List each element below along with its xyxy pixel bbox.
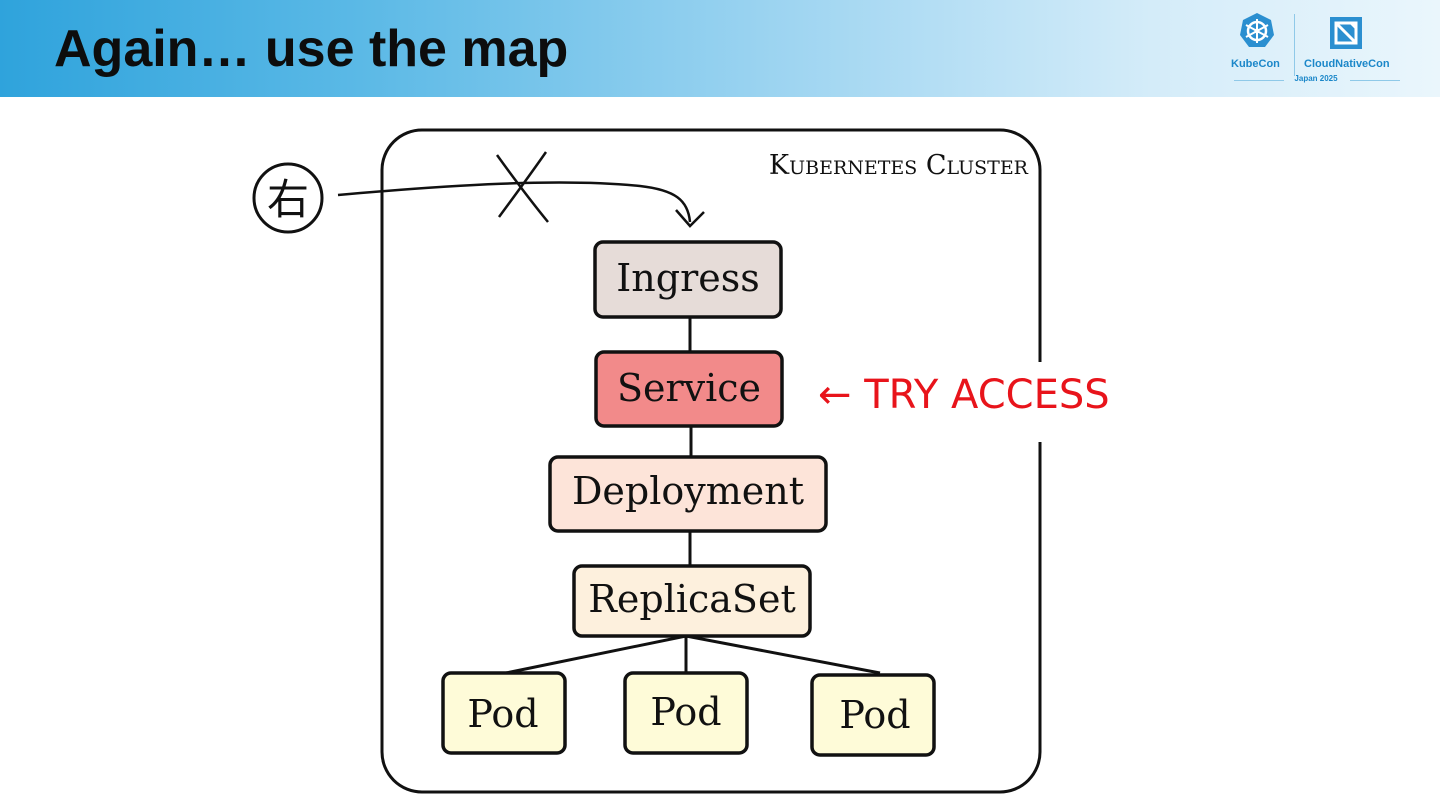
service-label: Service <box>617 366 761 410</box>
kubecon-text: KubeCon <box>1231 58 1280 70</box>
pod-label-1: Pod <box>467 692 538 736</box>
replicaset-label: ReplicaSet <box>588 577 795 621</box>
access-arrow <box>337 181 692 223</box>
ingress-label: Ingress <box>616 256 759 300</box>
cluster-label: Kubernetes Cluster <box>769 150 1029 181</box>
user-symbol: 右 <box>267 176 309 223</box>
pod-box-2 <box>623 671 749 755</box>
logo-rule-right <box>1350 80 1400 81</box>
helm-wheel-icon <box>1240 13 1274 47</box>
slide-title: Again… use the map <box>54 20 569 78</box>
deployment-box <box>548 455 828 533</box>
cloudnativecon-text: CloudNativeCon <box>1304 58 1390 70</box>
blocked-x-mark <box>495 151 549 223</box>
event-logo: KubeCon CloudNativeCon Japan 2025 <box>1228 10 1408 90</box>
ingress-box <box>593 240 783 319</box>
user-circle <box>252 162 324 234</box>
pod-label-2: Pod <box>650 690 721 734</box>
event-text: Japan 2025 <box>1294 74 1338 83</box>
logo-divider <box>1294 14 1295 76</box>
try-access-annotation: ← TRY ACCESS <box>818 372 1110 418</box>
header-bar <box>0 0 1440 97</box>
pod-box-1 <box>441 671 567 755</box>
service-box <box>594 350 784 428</box>
connectors <box>505 317 881 675</box>
replicaset-box <box>572 564 812 638</box>
annotation-backdrop <box>1030 362 1050 442</box>
access-arrow-head <box>675 209 705 228</box>
deployment-label: Deployment <box>572 469 804 513</box>
logo-rule-left <box>1234 80 1284 81</box>
cloudnativecon-square-icon <box>1330 17 1362 49</box>
pod-box-3 <box>810 673 936 757</box>
pod-label-3: Pod <box>839 693 910 737</box>
